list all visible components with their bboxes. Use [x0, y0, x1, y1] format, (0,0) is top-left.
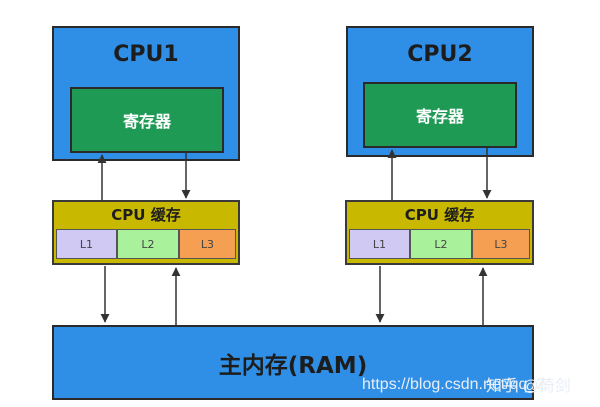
cpu2-cache-l3: L3 [472, 229, 530, 259]
cpu2-cache-title: CPU 缓存 [404, 206, 475, 224]
cpu1-title: CPU1 [113, 42, 179, 67]
main-memory-ram: 主内存(RAM) [52, 325, 534, 400]
cpu2-cache-l2: L2 [410, 229, 472, 259]
cpu1-register: 寄存器 [70, 87, 224, 153]
cpu1-cache-title: CPU 缓存 [111, 206, 181, 224]
watermark-url: https://blog.csdn.net/qq_2 [362, 376, 546, 393]
cpu2-title: CPU2 [407, 42, 473, 67]
cpu1-cache-l2: L2 [117, 229, 179, 259]
cpu1-cache: CPU 缓存 L1 L2 L3 [52, 200, 240, 265]
cpu2-cache: CPU 缓存 L1 L2 L3 [345, 200, 534, 265]
cpu1-cache-l1: L1 [56, 229, 117, 259]
cpu1-cache-l3: L3 [179, 229, 236, 259]
cpu2-cache-l1: L1 [349, 229, 410, 259]
watermark-brand: 知乎 @倚剑 [486, 378, 571, 395]
cpu2-register: 寄存器 [363, 82, 517, 148]
